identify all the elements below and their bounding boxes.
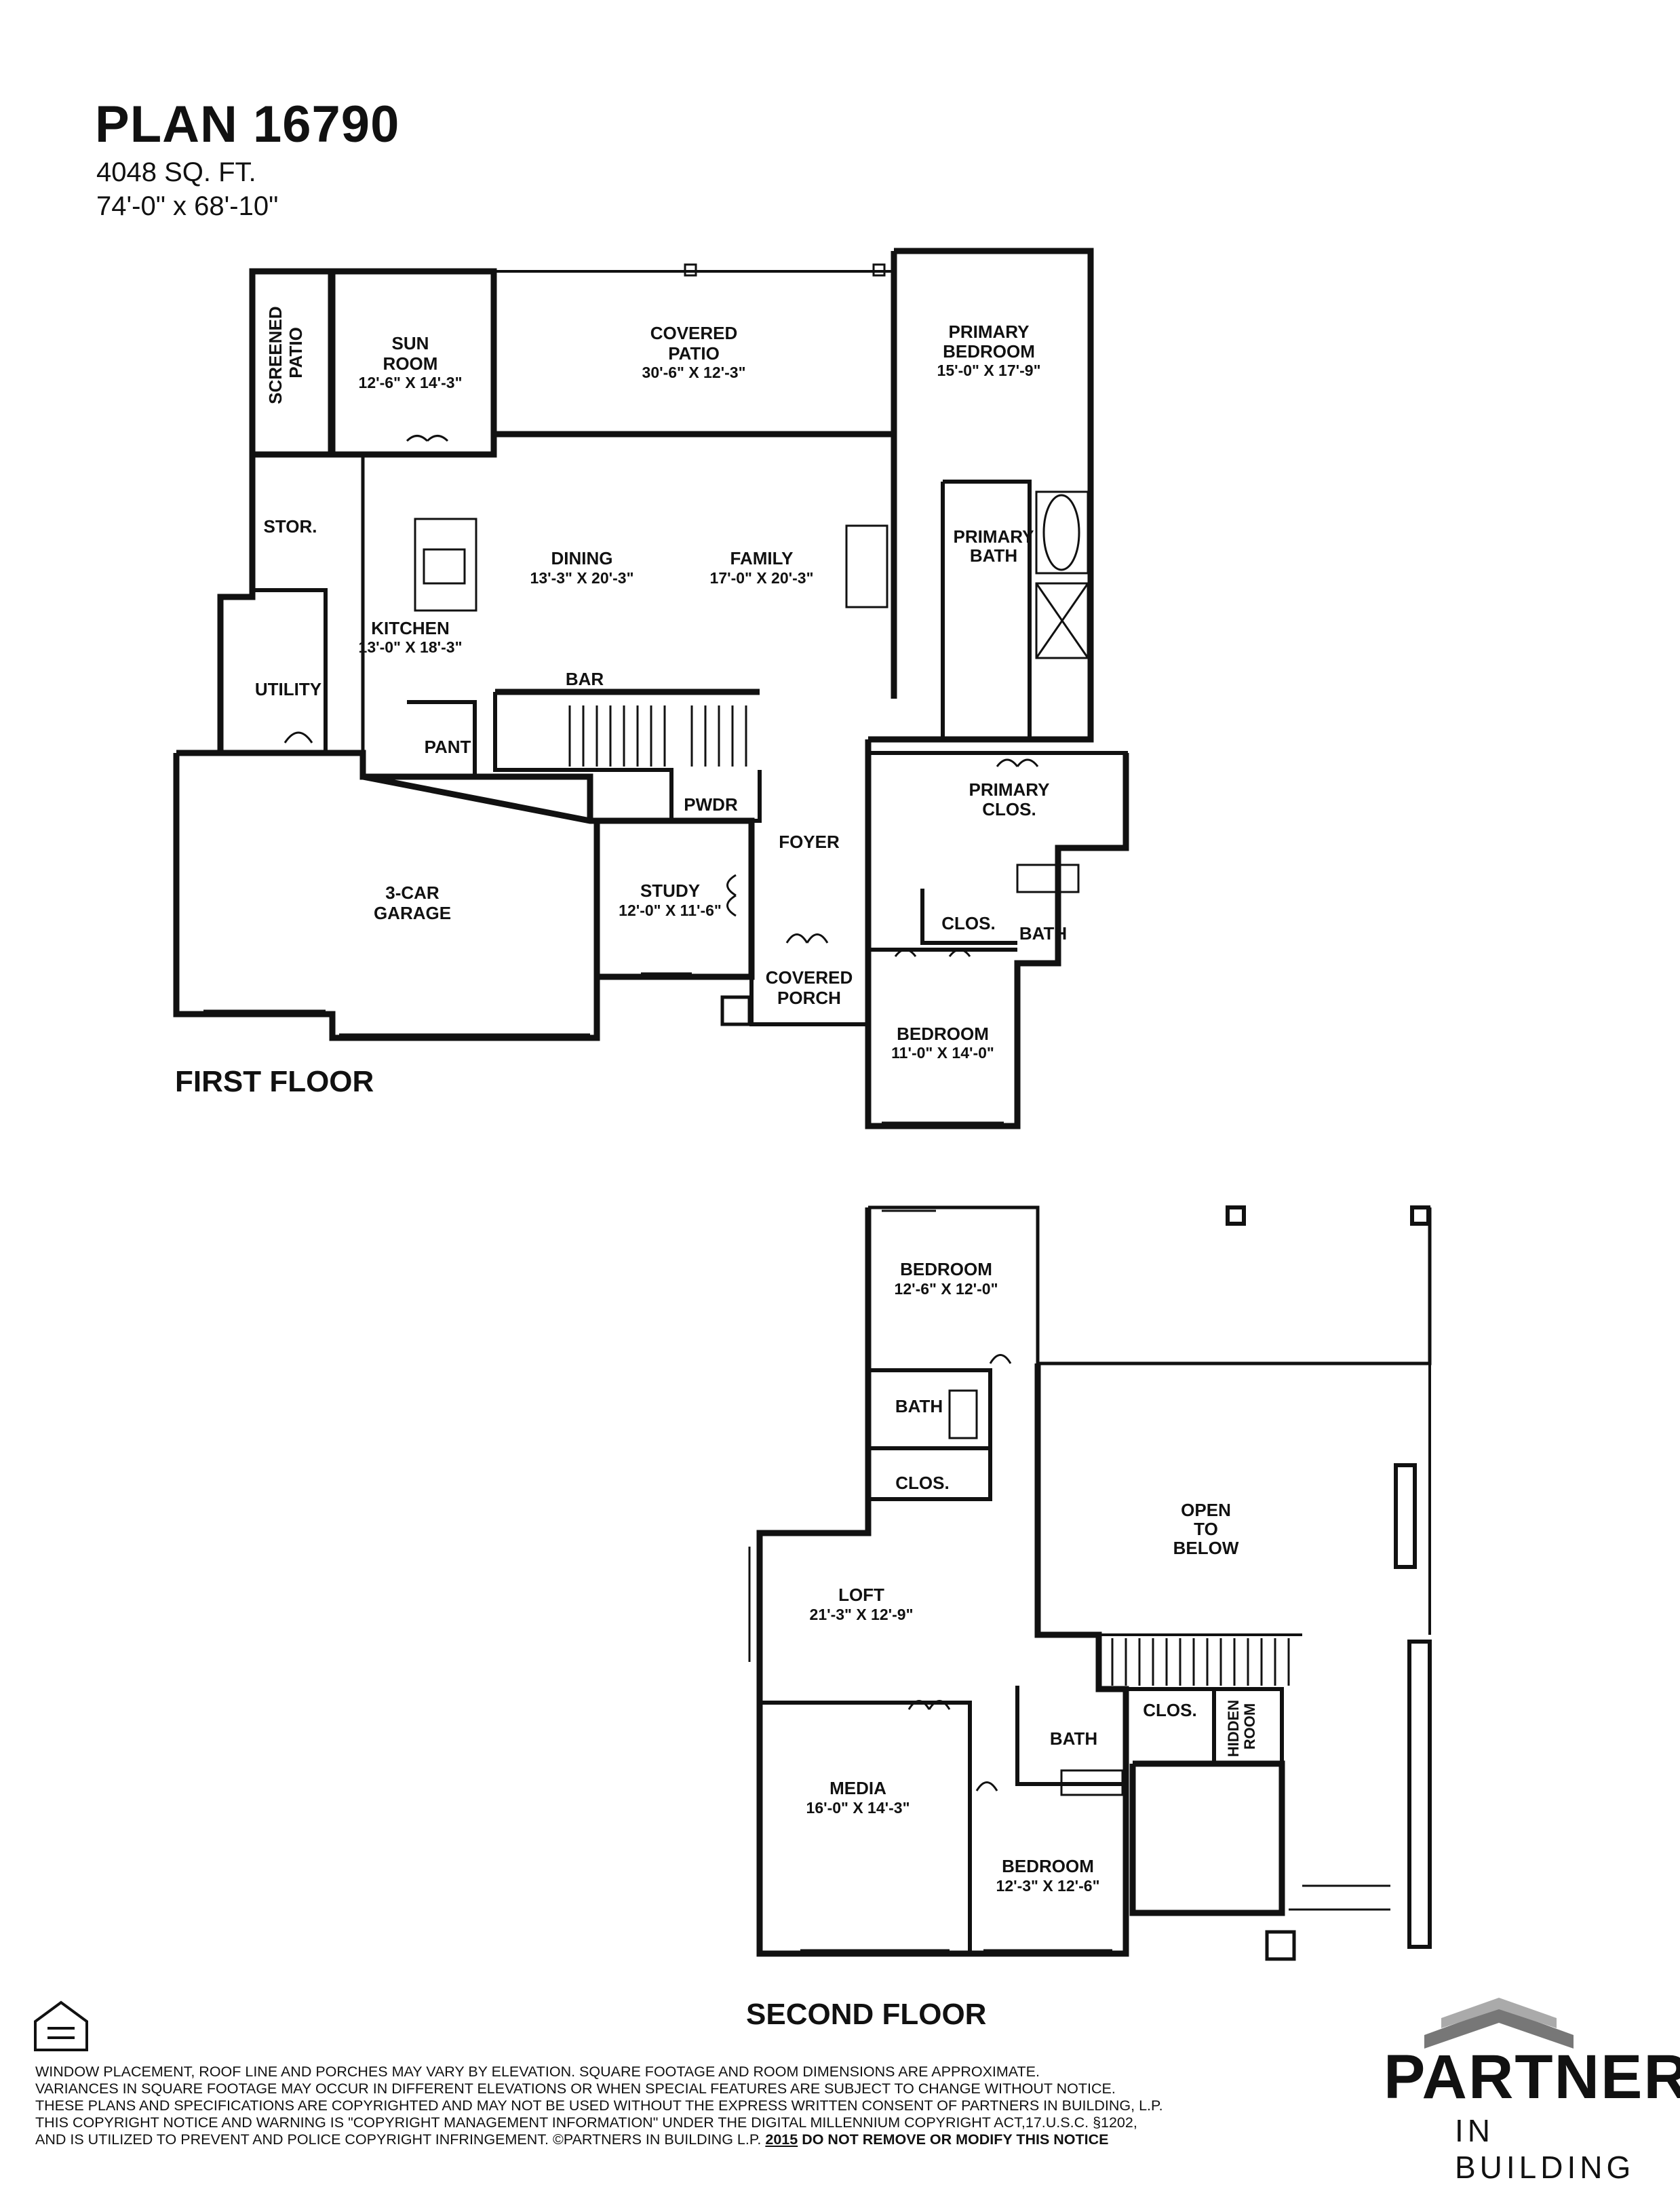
label-bar: BAR <box>566 669 604 689</box>
partners-logo-sub: IN BUILDING <box>1455 2113 1635 2185</box>
copyright-warning: DO NOT REMOVE OR MODIFY THIS NOTICE <box>802 2131 1109 2148</box>
label-bath-top: BATH <box>895 1396 943 1416</box>
label-primary-bedroom: PRIMARY <box>949 322 1030 342</box>
stairs-second-floor <box>1111 1638 1290 1686</box>
label-loft: LOFT <box>838 1585 884 1605</box>
square-footage: 4048 SQ. FT. <box>96 157 256 187</box>
label-bedroom-first: BEDROOM <box>897 1024 989 1044</box>
label-stor: STOR. <box>264 516 317 537</box>
partners-logo-icon <box>1424 1998 1574 2049</box>
label-primary-clos-2: CLOS. <box>982 799 1036 819</box>
overall-dimensions: 74'-0" x 68'-10" <box>96 191 279 221</box>
label-primary-bath: PRIMARY <box>954 526 1034 547</box>
label-covered-porch-2: PORCH <box>777 988 841 1008</box>
label-clos: CLOS. <box>941 913 995 933</box>
dim-bedroom-first: 11'-0" X 14'-0" <box>891 1044 994 1062</box>
label-study: STUDY <box>640 880 700 901</box>
dim-kitchen: 13'-0" X 18'-3" <box>359 638 463 656</box>
disclaimer-line-1: WINDOW PLACEMENT, ROOF LINE AND PORCHES … <box>35 2064 1040 2080</box>
label-bedroom-bottom: BEDROOM <box>1002 1856 1094 1876</box>
dim-primary-bedroom: 15'-0" X 17'-9" <box>937 362 1041 379</box>
dim-dining: 13'-3" X 20'-3" <box>530 569 634 587</box>
dim-covered-patio: 30'-6" X 12'-3" <box>642 364 746 381</box>
label-media: MEDIA <box>829 1778 886 1798</box>
dim-sun-room: 12'-6" X 14'-3" <box>359 374 463 391</box>
label-primary-bath-2: BATH <box>970 545 1017 566</box>
partners-logo-word: PARTNERS <box>1384 2042 1680 2112</box>
label-hidden-room: HIDDEN ROOM <box>1225 1696 1258 1757</box>
label-screened-patio: SCREENED PATIO <box>265 301 306 404</box>
label-foyer: FOYER <box>779 832 840 852</box>
dim-loft: 21'-3" X 12'-9" <box>810 1606 914 1623</box>
dim-study: 12'-0" X 11'-6" <box>619 902 722 919</box>
label-sun-room-2: ROOM <box>383 353 438 374</box>
label-covered-porch: COVERED <box>766 967 853 988</box>
label-clos-top: CLOS. <box>895 1473 949 1493</box>
label-garage-2: GARAGE <box>374 903 451 923</box>
plan-title: PLAN 16790 <box>95 96 400 153</box>
wall-primary-bedroom <box>868 248 1094 743</box>
stairs-first-floor <box>568 705 747 767</box>
label-pant: PANT <box>425 737 471 757</box>
dim-media: 16'-0" X 14'-3" <box>806 1799 910 1817</box>
label-open-to-below-2: TO <box>1194 1519 1218 1539</box>
label-bath: BATH <box>1019 923 1067 944</box>
disclaimer-line-3: THESE PLANS AND SPECIFICATIONS ARE COPYR… <box>35 2097 1163 2114</box>
second-floor-label: SECOND FLOOR <box>746 1998 987 2031</box>
label-primary-bedroom-2: BEDROOM <box>943 341 1035 362</box>
disclaimer-line-2: VARIANCES IN SQUARE FOOTAGE MAY OCCUR IN… <box>35 2080 1116 2097</box>
label-covered-patio: COVERED <box>650 323 738 343</box>
equal-housing-icon <box>34 2000 88 2051</box>
label-kitchen: KITCHEN <box>371 618 450 638</box>
label-clos-mid: CLOS. <box>1143 1700 1196 1720</box>
disclaimer-copyright: AND IS UTILIZED TO PREVENT AND POLICE CO… <box>35 2131 762 2148</box>
label-open-to-below-3: BELOW <box>1173 1538 1239 1558</box>
disclaimer: WINDOW PLACEMENT, ROOF LINE AND PORCHES … <box>35 2064 1358 2148</box>
label-bedroom-top: BEDROOM <box>900 1259 992 1279</box>
disclaimer-line-4: THIS COPYRIGHT NOTICE AND WARNING IS "CO… <box>35 2114 1137 2131</box>
label-pwdr: PWDR <box>684 794 738 815</box>
label-primary-clos: PRIMARY <box>969 779 1050 800</box>
dim-family: 17'-0" X 20'-3" <box>710 569 814 587</box>
first-floor-label: FIRST FLOOR <box>175 1065 374 1098</box>
label-sun-room: SUN <box>392 333 429 353</box>
copyright-year: 2015 <box>765 2131 798 2148</box>
label-bath-mid: BATH <box>1050 1728 1097 1749</box>
label-covered-patio-2: PATIO <box>668 343 720 364</box>
dim-bedroom-top: 12'-6" X 12'-0" <box>895 1280 998 1298</box>
label-dining: DINING <box>551 548 613 568</box>
dim-bedroom-bottom: 12'-3" X 12'-6" <box>996 1877 1100 1895</box>
label-garage: 3-CAR <box>385 883 439 903</box>
label-utility: UTILITY <box>255 679 321 699</box>
label-family: FAMILY <box>730 548 794 568</box>
label-open-to-below: OPEN <box>1181 1500 1231 1520</box>
disclaimer-line-5: AND IS UTILIZED TO PREVENT AND POLICE CO… <box>35 2131 1358 2148</box>
